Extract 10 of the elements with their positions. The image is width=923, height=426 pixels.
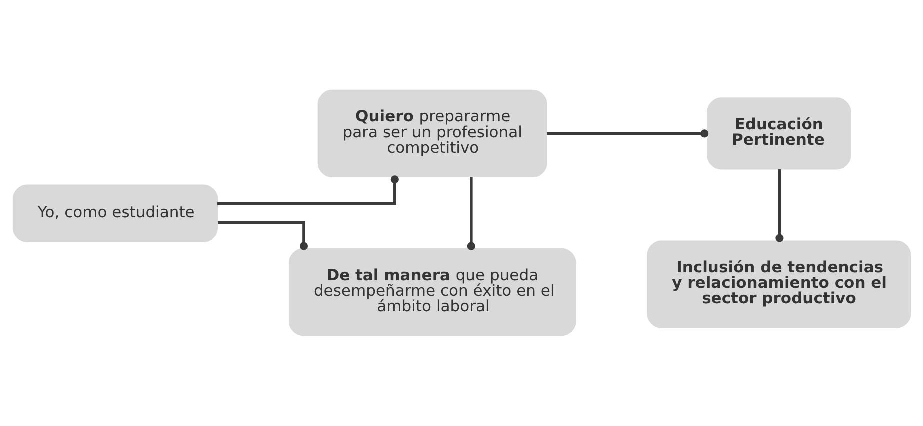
connector [217, 176, 398, 206]
connector [218, 221, 308, 250]
node-box: Inclusión de tendencias y relacionamiento con el sector productivo [646, 240, 911, 328]
connector [466, 177, 475, 250]
node-box: De tal manera que pueda desempeñarme con éxito en el ámbito laboral [288, 248, 576, 336]
node-box: Quiero prepararme para ser un profesional competitivo [317, 90, 547, 178]
connector [775, 169, 784, 242]
connector [546, 130, 708, 138]
node-box: Educación Pertinente [706, 98, 851, 170]
node-box: Yo, como estudiante [12, 184, 218, 242]
